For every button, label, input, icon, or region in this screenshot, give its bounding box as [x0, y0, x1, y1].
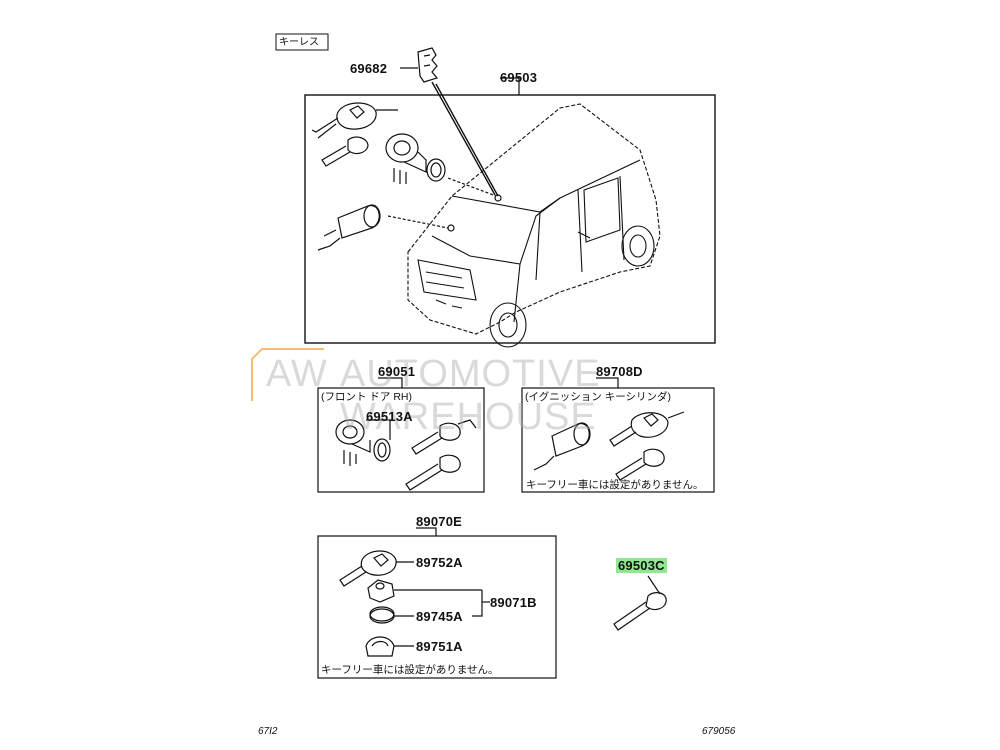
part-footnote-89708D: キーフリー車には設定がありません。 — [526, 479, 704, 491]
key-case-icon — [365, 636, 395, 657]
section-tag-box — [275, 33, 329, 51]
part-label-89708D[interactable]: 89708D — [596, 364, 643, 379]
section-tag: キーレス — [279, 37, 319, 48]
battery-icon — [369, 606, 395, 624]
o-ring-icon — [373, 438, 391, 462]
door-lock-cylinder-icon — [335, 419, 371, 466]
clip-69682-icon — [417, 47, 439, 83]
page-code-right: 679056 — [702, 726, 736, 737]
part-note-69051: (フロント ドア RH) — [321, 391, 412, 403]
part-label-89071B[interactable]: 89071B — [490, 595, 537, 610]
kit-69503-box — [304, 94, 716, 344]
part-label-69513A[interactable]: 69513A — [366, 409, 413, 424]
part-label-69051[interactable]: 69051 — [378, 364, 416, 379]
highlighted-part-number[interactable]: 69503C — [616, 558, 667, 573]
kit-89070E-box — [317, 535, 557, 679]
key-icon — [405, 454, 461, 491]
remote-key-icon — [609, 411, 685, 447]
vehicle-icon — [407, 103, 661, 348]
key-icon — [411, 422, 461, 455]
kit-69051-box — [317, 387, 485, 493]
part-label-89751A[interactable]: 89751A — [416, 639, 463, 654]
o-ring-icon — [426, 158, 446, 182]
remote-key-icon — [311, 102, 377, 139]
door-lock-cylinder-icon — [385, 133, 427, 184]
part-footnote-89070E: キーフリー車には設定がありません。 — [321, 664, 499, 676]
part-label-69682[interactable]: 69682 — [350, 61, 388, 76]
blank-key-icon — [613, 592, 667, 631]
ignition-cylinder-icon — [533, 422, 591, 471]
remote-module-icon — [367, 579, 395, 603]
key-icon — [615, 448, 665, 481]
part-note-89708D: (イグニッション キーシリンダ) — [525, 391, 671, 403]
part-label-69503[interactable]: 69503 — [500, 70, 538, 85]
remote-key-icon — [339, 550, 397, 587]
page-code-left: 67I2 — [258, 726, 278, 737]
part-label-89070E[interactable]: 89070E — [416, 514, 463, 529]
part-label-69503C[interactable]: 69503C — [616, 558, 667, 573]
part-label-89745A[interactable]: 89745A — [416, 609, 463, 624]
key-icon — [321, 136, 369, 167]
part-label-89752A[interactable]: 89752A — [416, 555, 463, 570]
ignition-cylinder-icon — [317, 204, 381, 251]
